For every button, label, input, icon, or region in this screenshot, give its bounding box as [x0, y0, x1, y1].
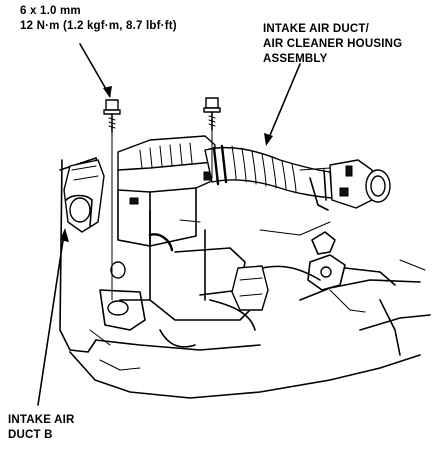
intake-assembly-callout: INTAKE AIR DUCT/ AIR CLEANER HOUSING ASS… — [263, 22, 402, 67]
intake-duct-b-line-1: INTAKE AIR — [8, 414, 75, 426]
leader-intake-duct-b — [37, 228, 69, 406]
bolt-spec-callout: 6 x 1.0 mm 12 N·m (1.2 kgf·m, 8.7 lbf·ft… — [20, 4, 177, 34]
engine-bay-structure — [59, 157, 431, 399]
leader-intake-assembly — [264, 63, 301, 146]
intake-air-duct-b — [63, 159, 105, 233]
bolt-left — [103, 99, 121, 301]
intake-assembly-line-3: ASSEMBLY — [263, 53, 328, 65]
intake-assembly-line-2: AIR CLEANER HOUSING — [263, 38, 403, 50]
leader-bolt-spec — [79, 43, 112, 98]
intake-duct-b-callout: INTAKE AIR DUCT B — [8, 413, 75, 443]
air-cleaner-housing — [117, 135, 216, 247]
intake-air-duct — [204, 144, 391, 211]
intake-duct-b-line-2: DUCT B — [8, 429, 53, 441]
bolt-right — [203, 97, 221, 179]
bolt-size-label: 6 x 1.0 mm — [20, 5, 81, 17]
intake-assembly-line-1: INTAKE AIR DUCT/ — [263, 23, 370, 35]
bolt-torque-label: 12 N·m (1.2 kgf·m, 8.7 lbf·ft) — [20, 20, 177, 32]
